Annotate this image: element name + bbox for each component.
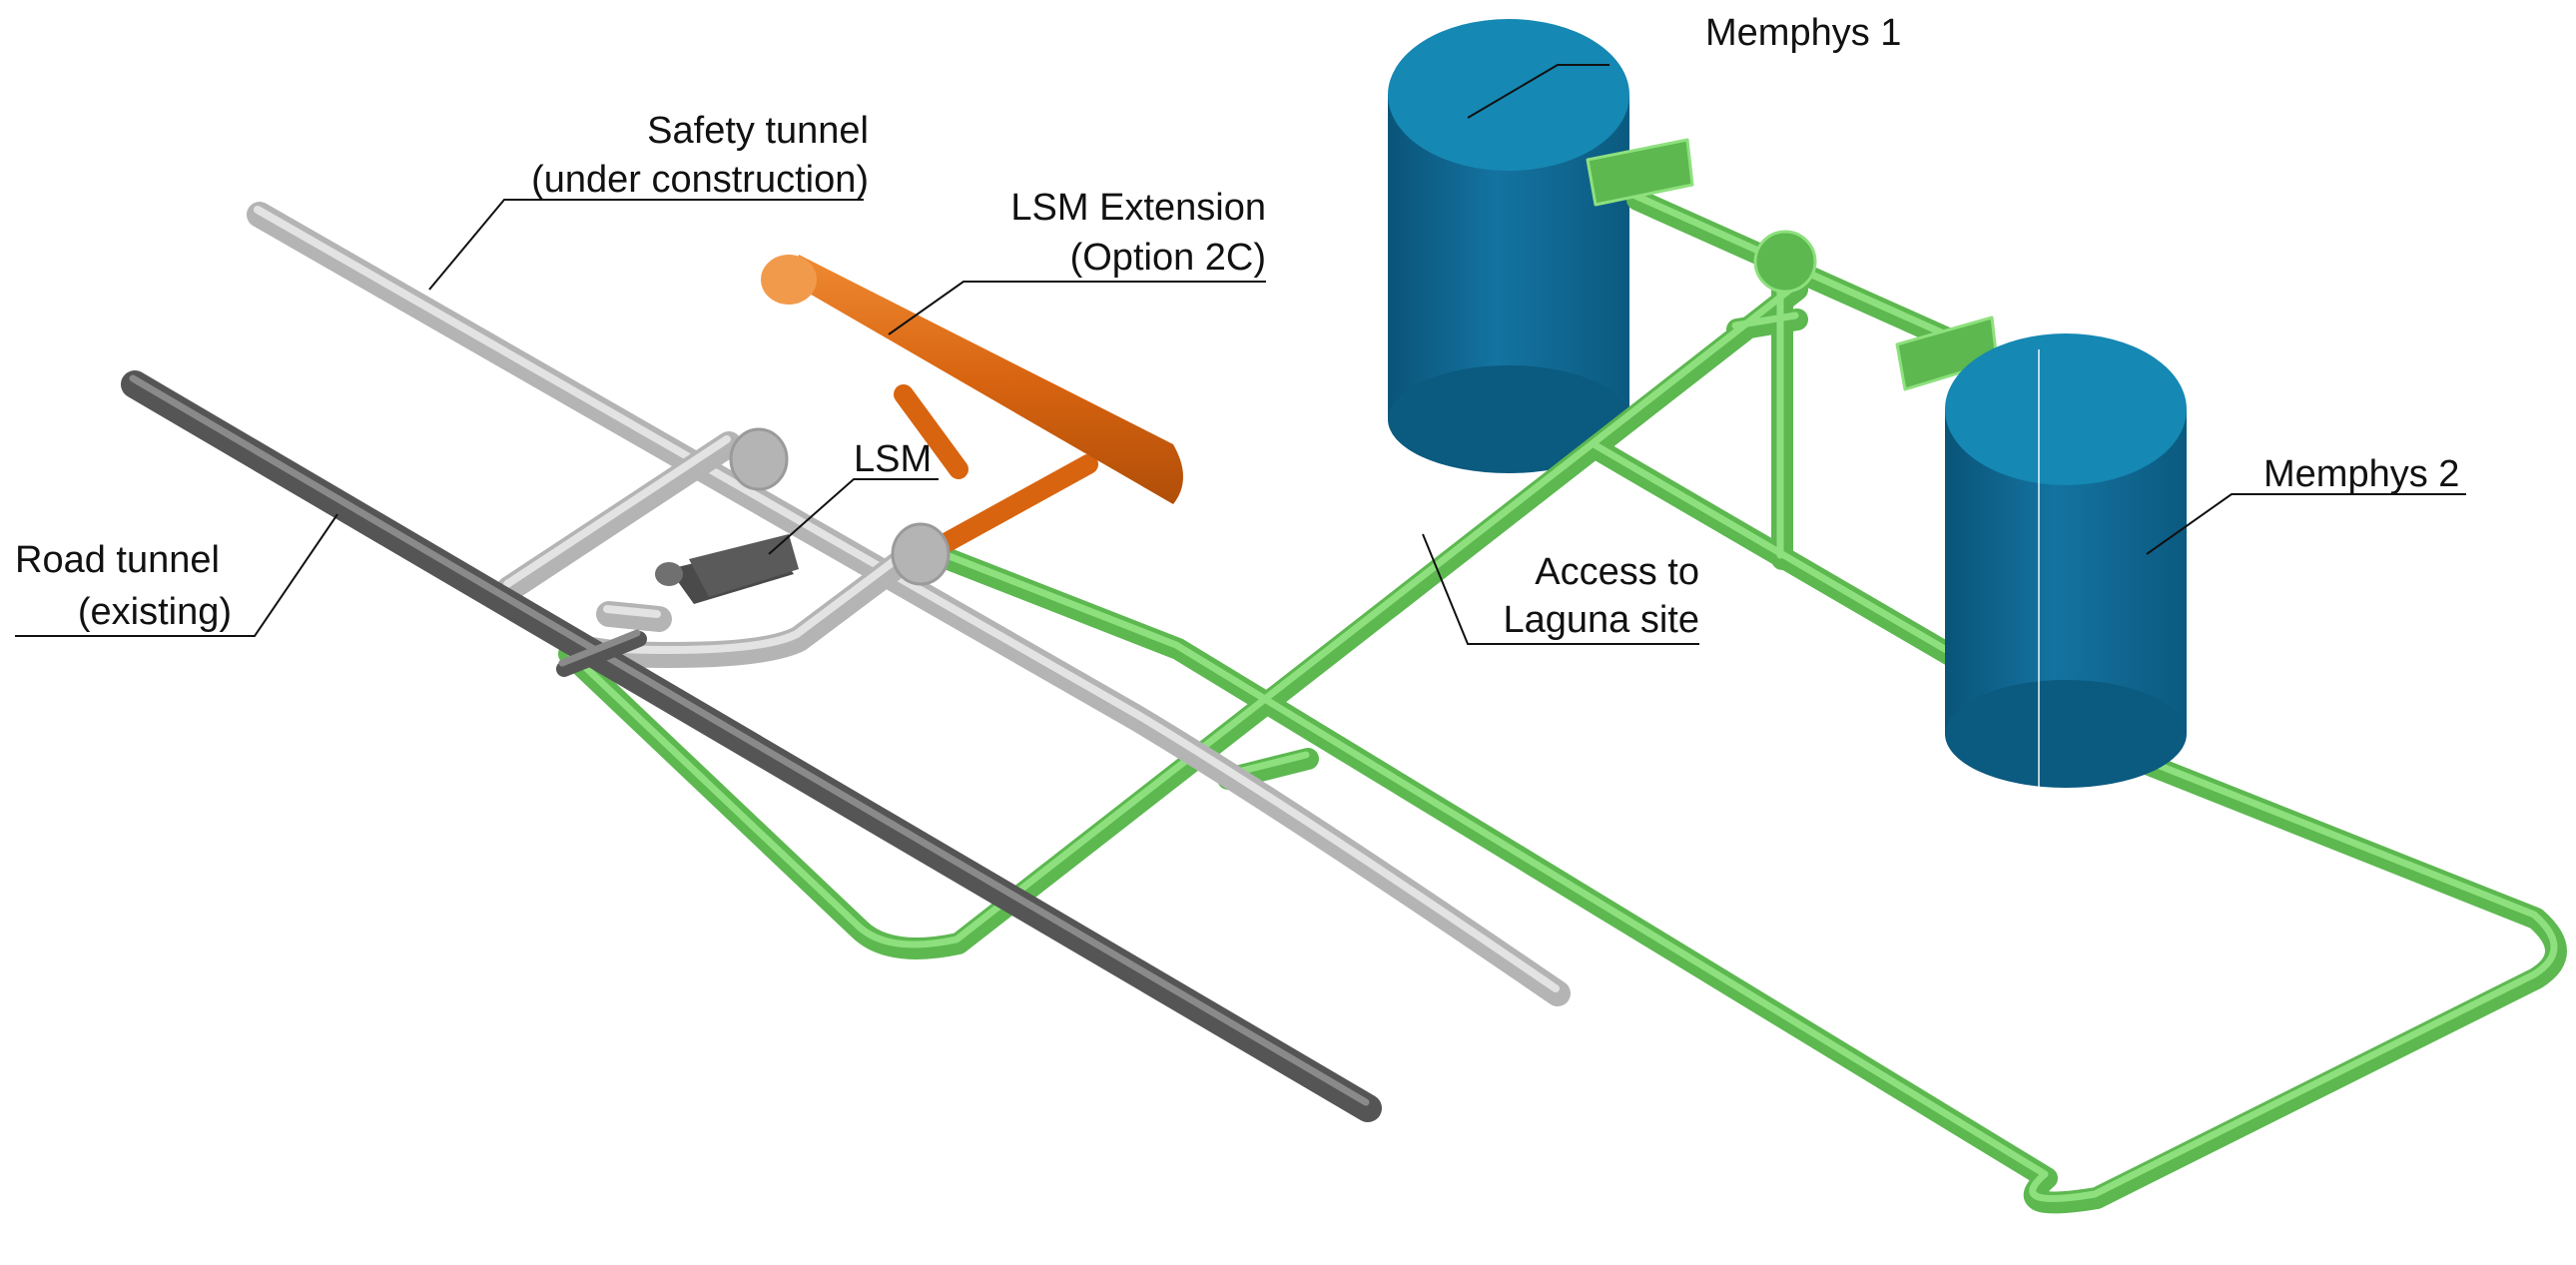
leader-access-laguna bbox=[1422, 533, 1699, 645]
safety-tunnel-ring-2 bbox=[891, 522, 951, 586]
leader-memphys-2 bbox=[2146, 493, 2466, 555]
label-lsm-extension-1: LSM Extension bbox=[1010, 187, 1266, 229]
label-road-tunnel-1: Road tunnel bbox=[15, 539, 220, 581]
leader-safety-tunnel bbox=[428, 199, 864, 291]
label-safety-tunnel-1: Safety tunnel bbox=[647, 110, 869, 152]
leader-road-tunnel bbox=[15, 513, 338, 637]
leader-lsm-extension bbox=[888, 281, 1266, 335]
memphys-2-tank bbox=[1945, 333, 2187, 789]
label-lsm-extension-2: (Option 2C) bbox=[1070, 237, 1266, 279]
memphys-1-connector bbox=[1586, 138, 1694, 207]
safety-tunnel bbox=[247, 202, 1571, 1006]
road-tunnel bbox=[121, 370, 1382, 1122]
leader-lsm bbox=[768, 478, 939, 555]
label-safety-tunnel-2: (under construction) bbox=[531, 159, 869, 201]
access-tunnel-network bbox=[558, 138, 2567, 1214]
lsm-extension-cavern bbox=[761, 255, 1183, 554]
lsm-laboratory bbox=[655, 534, 799, 604]
label-road-tunnel-2: (existing) bbox=[78, 591, 232, 633]
leader-memphys-1 bbox=[1467, 64, 1610, 119]
memphys-2-dome bbox=[1945, 333, 2187, 485]
label-memphys-2: Memphys 2 bbox=[2263, 453, 2459, 495]
leader-lines bbox=[15, 64, 2466, 645]
label-lsm: LSM bbox=[854, 438, 932, 480]
labels: Memphys 1 Memphys 2 Safety tunnel (under… bbox=[15, 12, 2459, 641]
memphys-1-tank bbox=[1388, 19, 1629, 473]
safety-tunnel-ring-1 bbox=[729, 427, 789, 491]
label-memphys-1: Memphys 1 bbox=[1705, 12, 1901, 54]
label-access-laguna-1: Access to bbox=[1535, 551, 1699, 593]
access-junction-node bbox=[1753, 230, 1817, 294]
label-access-laguna-2: Laguna site bbox=[1504, 599, 1700, 641]
access-tunnel-branch bbox=[1726, 309, 1808, 340]
